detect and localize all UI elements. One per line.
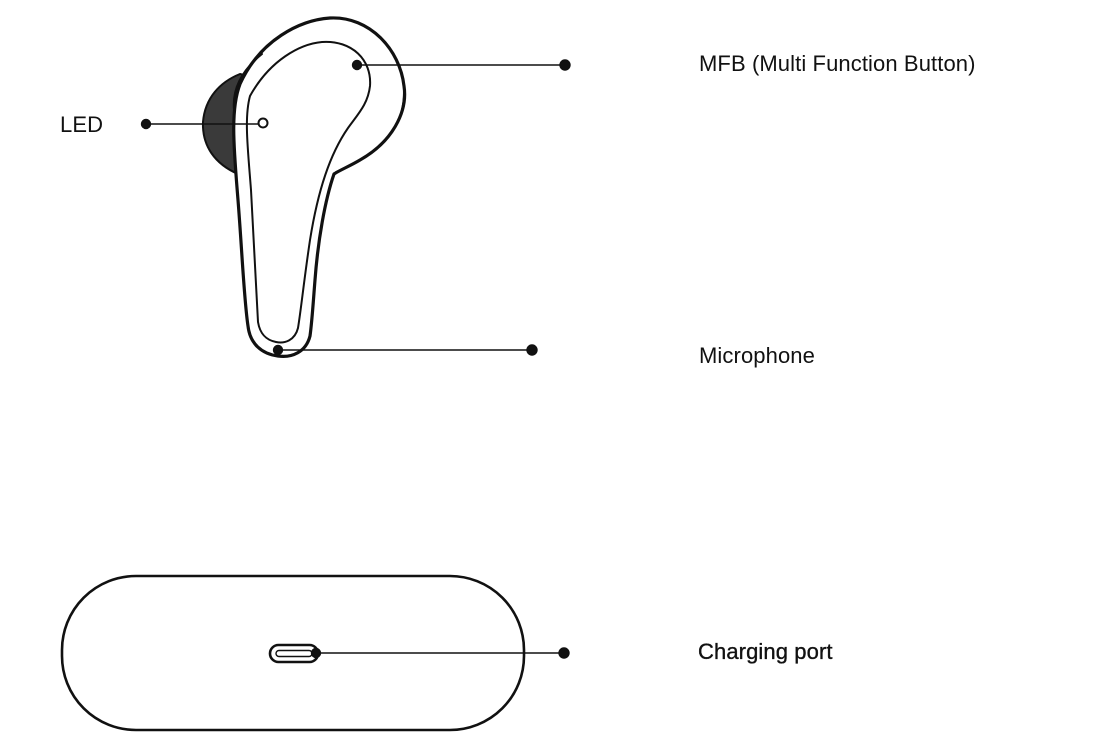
earbud-back-curve — [335, 91, 405, 173]
leader-dot-mfb-end — [559, 59, 571, 71]
leader-line-charging-port-group — [310, 647, 570, 659]
leader-dot-mfb-start — [351, 59, 363, 71]
microphone-label: Microphone — [699, 343, 815, 368]
leader-dot-led-start — [140, 118, 152, 130]
led-label: LED — [60, 112, 104, 137]
leader-dot-microphone-start — [272, 344, 284, 356]
earbud-inner-contour — [245, 40, 372, 344]
leader-dot-port-start — [310, 647, 322, 659]
mfb-label: MFB (Multi Function Button) — [699, 51, 976, 76]
usb-c-port-inner — [275, 649, 313, 658]
led-point-icon — [257, 117, 269, 129]
leader-lines — [140, 59, 571, 356]
charging-port-label: Charging port — [698, 639, 833, 664]
earbud-shell-edge — [232, 53, 263, 111]
leader-dot-microphone-end — [526, 344, 538, 356]
leader-dot-port-end — [558, 647, 570, 659]
earbud-illustration — [201, 16, 407, 358]
